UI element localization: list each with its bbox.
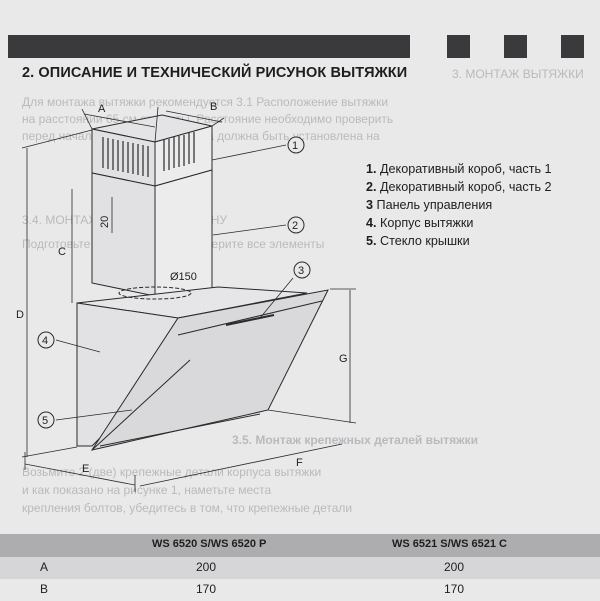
dim-a-label: A	[98, 103, 106, 115]
chimney-lower-front	[91, 172, 156, 297]
section-title: 2. ОПИСАНИЕ И ТЕХНИЧЕСКИЙ РИСУНОК ВЫТЯЖК…	[22, 65, 408, 81]
callout-4: 4	[42, 335, 48, 347]
table-row: B 170 170	[0, 579, 600, 601]
table-cell: 170	[196, 582, 217, 596]
ghost-heading: 3. МОНТАЖ ВЫТЯЖКИ	[452, 67, 584, 81]
table-header: WS 6520 S/WS 6520 P WS 6521 S/WS 6521 C	[0, 534, 600, 557]
legend-item: 3 Панель управления	[366, 198, 493, 212]
callout-2: 2	[292, 220, 298, 232]
header-square	[504, 35, 527, 58]
legend-item: 2. Декоративный короб, часть 2	[366, 180, 552, 194]
header-square	[447, 35, 470, 58]
diameter-label: Ø150	[170, 271, 197, 283]
column-header: WS 6520 S/WS 6520 P	[152, 538, 267, 550]
ghost-heading: 3.5. Монтаж крепежных деталей вытяжки	[232, 433, 479, 447]
callout-1: 1	[292, 140, 298, 152]
dim-f-label: F	[296, 457, 303, 469]
dim-b-label: B	[210, 101, 217, 113]
dim-c-label: C	[58, 246, 66, 258]
ghost-line: Для монтажа вытяжки рекомендуется 3.1 Ра…	[22, 95, 389, 109]
legend-item: 4. Корпус вытяжки	[366, 216, 474, 230]
ghost-line: и как показано на рисунке 1, наметьте ме…	[22, 483, 272, 497]
table-cell: 170	[444, 582, 465, 596]
dim-d-label: D	[16, 309, 24, 321]
callout-5: 5	[42, 415, 48, 427]
table-row: A 200 200	[0, 557, 600, 579]
row-label: B	[40, 582, 49, 596]
dim-g-label: G	[339, 353, 348, 365]
chimney-vents	[102, 132, 195, 177]
table-cell: 200	[196, 560, 217, 574]
header-bar	[8, 35, 410, 58]
duct-opening	[118, 286, 192, 300]
legend-item: 1. Декоративный короб, часть 1	[366, 162, 552, 176]
callout-3: 3	[298, 265, 304, 277]
dim-e-label: E	[82, 463, 89, 475]
control-panel	[225, 314, 275, 326]
ghost-line: крепления болтов, убедитесь в том, что к…	[22, 501, 353, 515]
header-square	[561, 35, 584, 58]
column-header: WS 6521 S/WS 6521 C	[392, 538, 507, 550]
table-cell: 200	[444, 560, 465, 574]
row-label: A	[40, 560, 49, 574]
legend-item: 5. Стекло крышки	[366, 234, 470, 248]
dim-20-label: 20	[99, 216, 111, 228]
parts-legend: 1. Декоративный короб, часть 1 2. Декора…	[366, 160, 552, 250]
ghost-line: Возьмите 2 (две) крепежные детали корпус…	[22, 465, 322, 479]
